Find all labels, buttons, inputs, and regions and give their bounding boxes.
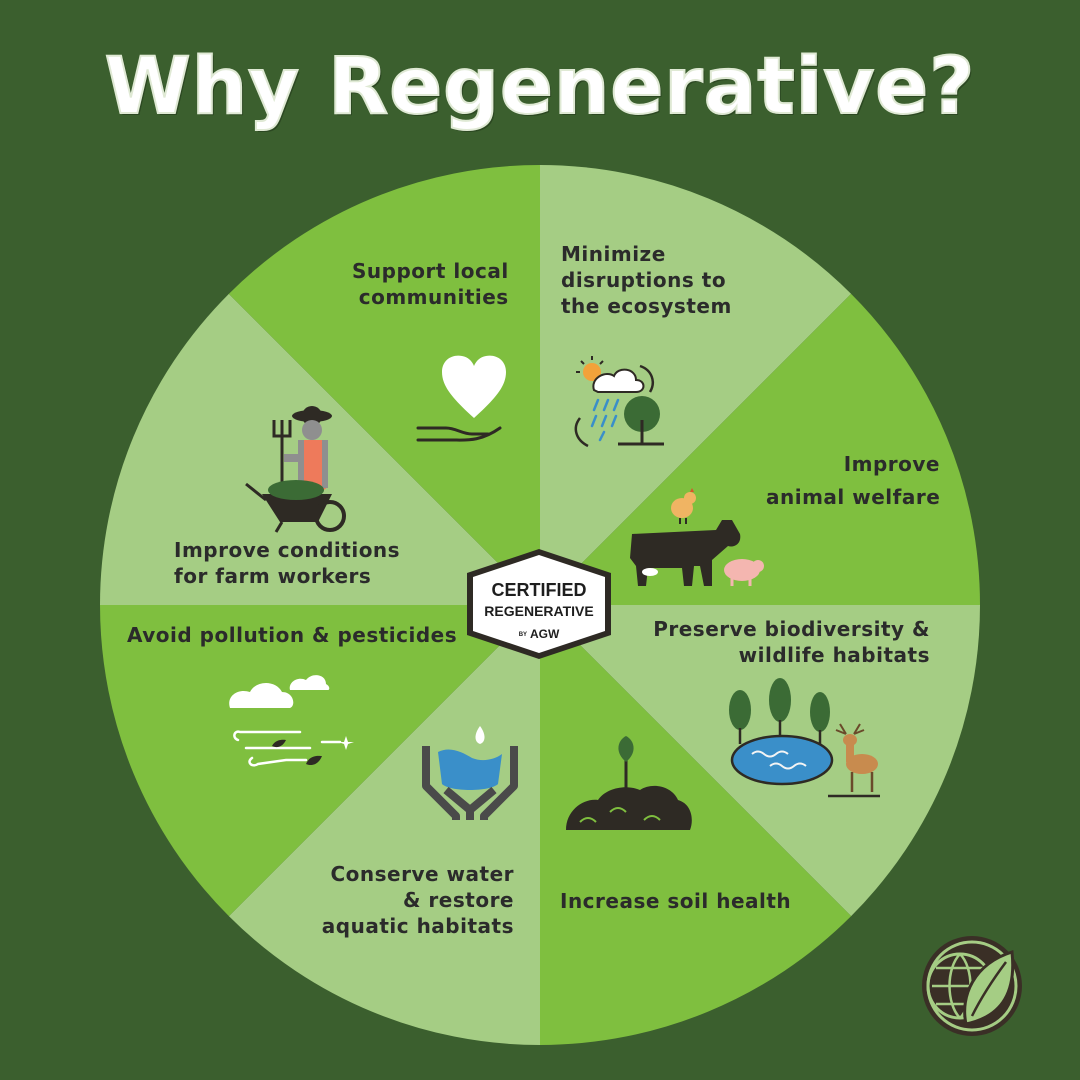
water-hands-icon xyxy=(422,726,518,820)
slice-conserve-water xyxy=(228,605,540,1045)
label-minimize-disruptions: Minimize disruptions to the ecosystem xyxy=(561,242,732,318)
badge-certified: CERTIFIED xyxy=(491,580,587,600)
badge-regenerative: REGENERATIVE xyxy=(484,603,594,619)
badge-by-agw: BY AGW xyxy=(518,627,560,641)
label-avoid-pollution: Avoid pollution & pesticides xyxy=(127,623,458,647)
slice-improve-animal-welfare xyxy=(540,293,980,605)
slice-increase-soil-health xyxy=(540,605,852,1045)
weather-cycle-icon xyxy=(574,356,664,448)
label-preserve-biodiversity: Preserve biodiversity & wildlife habitat… xyxy=(653,617,930,667)
slice-support-local-communities xyxy=(228,165,540,605)
farmer-wheelbarrow-icon xyxy=(245,406,346,533)
page-title: Why Regenerative? xyxy=(104,41,976,133)
slice-avoid-pollution xyxy=(100,605,540,917)
label-conserve-water: Conserve water & restore aquatic habitat… xyxy=(321,862,514,938)
label-support-local-communities: Support local communities xyxy=(352,259,509,309)
label-improve-conditions: Improve conditions for farm workers xyxy=(174,538,401,588)
label-improve-animal-welfare: Improve animal welfare xyxy=(766,452,941,509)
deer-pond-icon xyxy=(729,678,880,798)
certified-badge xyxy=(467,549,611,659)
label-increase-soil-health: Increase soil health xyxy=(560,889,792,913)
farm-animals-icon xyxy=(630,488,764,586)
soil-sprout-icon xyxy=(566,736,692,830)
slice-minimize-disruptions xyxy=(540,165,852,605)
heart-in-hand-icon xyxy=(416,355,506,442)
clean-air-icon xyxy=(229,675,354,767)
globe-leaf-logo-icon xyxy=(922,936,1022,1036)
